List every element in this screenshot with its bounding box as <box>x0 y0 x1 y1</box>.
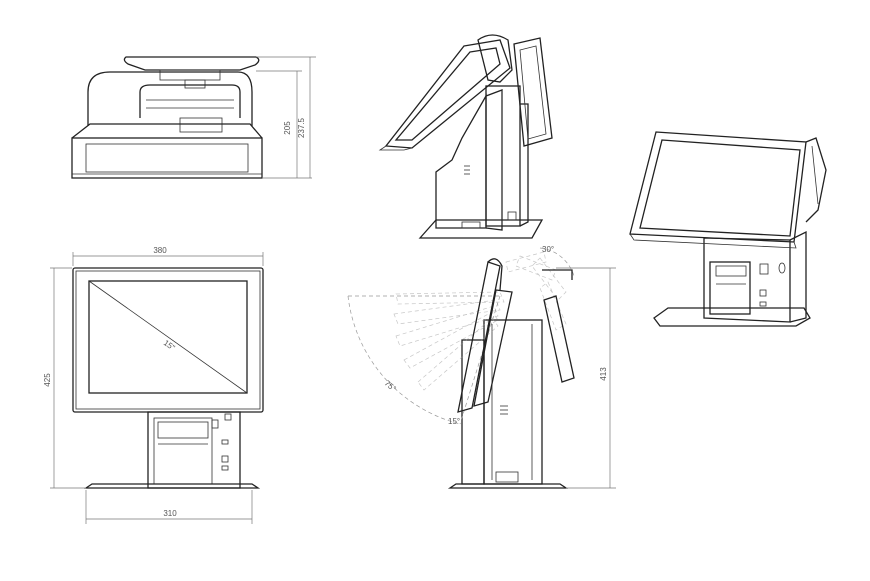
dim-top-height-b: 237.5 <box>297 117 306 138</box>
dim-tilt-angle-bottom: 15° <box>448 417 460 426</box>
dim-front-height: 425 <box>43 373 52 387</box>
top-view: 205 237.5 <box>71 56 316 179</box>
dim-side-height: 413 <box>599 367 608 381</box>
isometric-front-view <box>629 131 827 327</box>
dim-front-width: 380 <box>153 246 167 255</box>
isometric-rear-view <box>378 34 553 239</box>
dim-tilt-angle-front: 75° <box>383 379 398 394</box>
side-tilt-view: 30° 75° 15° 413 <box>347 245 616 489</box>
dim-base-width: 310 <box>163 509 177 518</box>
dim-screen-diagonal: 15" <box>162 338 177 352</box>
dim-tilt-angle-top: 30° <box>542 245 554 254</box>
tilt-ghost-positions <box>393 251 567 391</box>
front-view: 15" 380 425 310 <box>43 246 264 524</box>
dim-top-height-a: 205 <box>283 121 292 135</box>
